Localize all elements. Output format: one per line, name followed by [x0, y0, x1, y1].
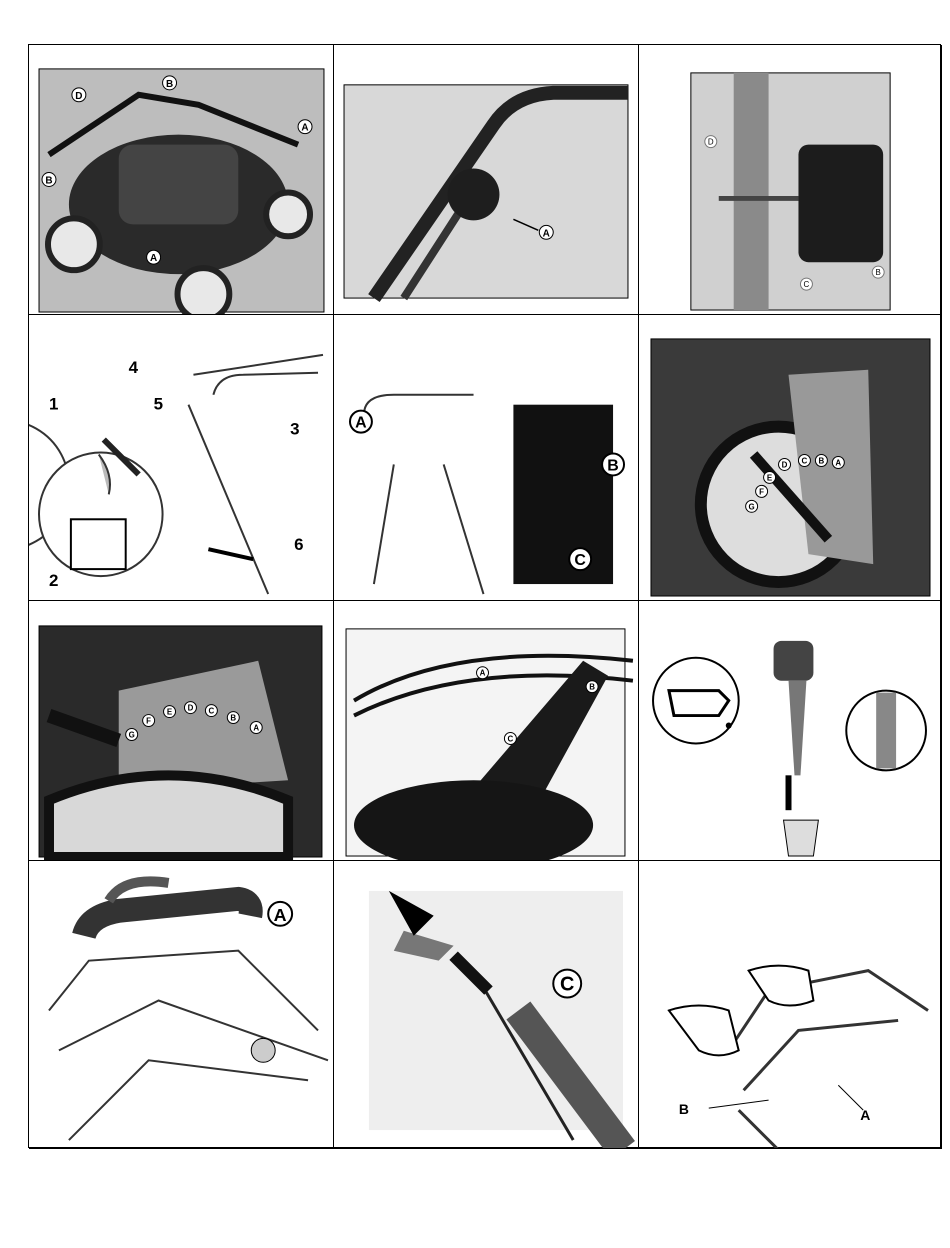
callout-p11-0: C — [560, 974, 574, 996]
callout-p7-0: G — [129, 730, 135, 739]
callout-p3-1: C — [804, 280, 810, 289]
callout-p5-1: B — [607, 457, 619, 474]
callout-p4-1: 2 — [49, 571, 58, 590]
callout-p4-2: 3 — [290, 420, 299, 439]
callout-p3-2: B — [876, 268, 881, 277]
callout-p7-2: E — [167, 708, 172, 717]
panel-cable-install: 1 2 3 4 5 6 — [29, 315, 334, 601]
callout-p8-0: A — [480, 669, 486, 678]
callout-p1-1: B — [166, 79, 173, 90]
callout-p6-2: B — [819, 456, 825, 465]
callout-p8-1: B — [589, 683, 595, 692]
panel-drive-control: A B C — [334, 315, 639, 601]
callout-p7-6: A — [253, 724, 259, 733]
panel-handle-fold: A — [29, 861, 334, 1149]
callout-p8-2: C — [508, 734, 514, 743]
panel-handle-knob: A — [334, 45, 639, 315]
panel-height-adjust-rear: G F E D C B A — [29, 601, 334, 861]
callout-p10-0: A — [274, 905, 287, 925]
callout-p6-1: C — [802, 456, 808, 465]
callout-p12-1: A — [860, 1107, 870, 1123]
callout-p1-2: A — [301, 123, 308, 134]
callout-p1-3: B — [45, 175, 52, 186]
panel-mower-overview: D B A B A — [29, 45, 334, 315]
callout-p4-4: 5 — [154, 395, 163, 414]
callout-p4-5: 6 — [294, 535, 303, 554]
panel-cable-pull: C — [334, 861, 639, 1149]
callout-p7-5: B — [230, 714, 236, 723]
callout-p7-4: C — [209, 707, 215, 716]
panel-height-adjust-front: D C B A E F G — [639, 315, 942, 601]
panel-hands-on-handle: B A — [639, 861, 942, 1149]
callout-p7-1: F — [146, 717, 151, 726]
callout-p6-3: A — [835, 458, 841, 467]
callout-p3-0: D — [708, 138, 714, 147]
instruction-figure-grid: D B A B A A — [28, 44, 941, 1148]
callout-p6-6: G — [749, 502, 755, 511]
callout-p12-0: B — [679, 1101, 689, 1117]
panel-cable-bracket: A B C — [334, 601, 639, 861]
callout-p5-0: A — [355, 415, 367, 432]
callout-p2-0: A — [543, 228, 550, 239]
panel-wheel-bolt: D C B — [639, 45, 942, 315]
callout-p6-0: D — [782, 460, 788, 469]
callout-p7-3: D — [188, 704, 194, 713]
callout-p4-0: 1 — [49, 395, 58, 414]
callout-p1-0: D — [75, 91, 82, 102]
callout-p1-4: A — [150, 253, 157, 264]
callout-p5-2: C — [574, 552, 586, 569]
panel-oil-dipstick — [639, 601, 942, 861]
callout-p4-3: 4 — [129, 358, 139, 377]
callout-p6-5: F — [759, 487, 764, 496]
callout-p6-4: E — [767, 473, 772, 482]
